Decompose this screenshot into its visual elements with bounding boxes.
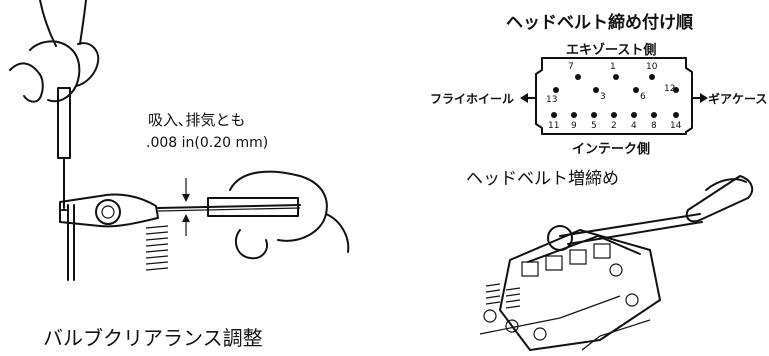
bolt-number: 6 (640, 92, 646, 102)
bolt-number: 10 (646, 62, 658, 72)
exhaust-side-label: エキゾースト側 (566, 43, 657, 58)
bolt-number: 1 (610, 62, 616, 72)
valve-clearance-caption: バルブクリアランス調整 (43, 326, 263, 350)
bolt-number: 5 (591, 121, 597, 131)
retighten-title: ヘッドベルト増締め (466, 169, 619, 189)
flywheel-side-label: フライホイール (430, 92, 515, 106)
bolt-number: 8 (651, 121, 657, 131)
bolt-number: 2 (611, 121, 617, 131)
bolt-number: 11 (548, 121, 560, 131)
bolt-number: 13 (546, 95, 558, 105)
bolt-number: 4 (631, 121, 637, 131)
bolt-number: 12 (664, 84, 676, 94)
clearance-title: 吸入､排気とも (148, 111, 246, 129)
bolt-number: 3 (600, 92, 606, 102)
intake-side-label: インテーク側 (572, 142, 651, 157)
clearance-value: .008 in(0.20 mm) (146, 135, 269, 151)
bolt-number: 14 (670, 121, 682, 131)
tightening-order-title: ヘッドベルト締め付け順 (506, 13, 693, 33)
bolt-number: 9 (571, 121, 577, 131)
gearcase-side-label: ギアケース (708, 92, 768, 106)
bolt-number: 7 (568, 62, 574, 72)
